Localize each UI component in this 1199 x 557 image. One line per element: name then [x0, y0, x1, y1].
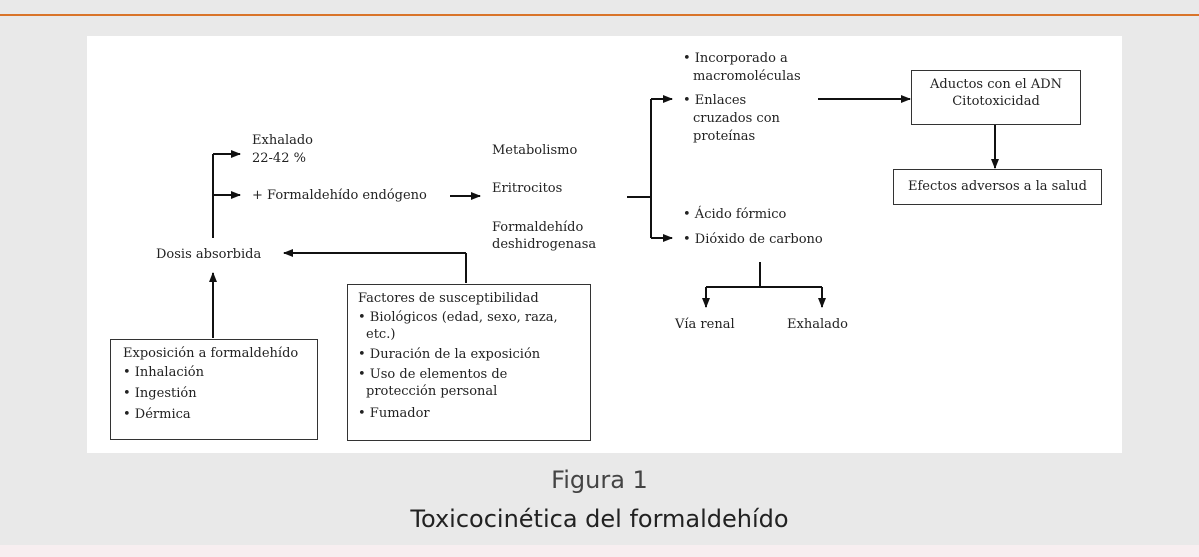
susceptibility-smoker: • Fumador [358, 406, 430, 421]
exposure-ingestion: • Ingestión [123, 386, 197, 401]
route-exhaled: Exhalado [787, 317, 849, 332]
bottom-strip [0, 545, 1199, 557]
process-erythrocytes: Eritrocitos [492, 181, 563, 196]
fate-formic-acid: • Ácido fórmico [683, 207, 787, 222]
susceptibility-biological-cont: etc.) [366, 327, 396, 342]
exposure-dermal: • Dérmica [123, 407, 191, 422]
adverse-effects-label: Efectos adversos a la salud [908, 179, 1087, 194]
route-renal: Vía renal [675, 317, 735, 332]
susceptibility-box: Factores de susceptibilidad • Biológicos… [347, 284, 591, 441]
exposure-title: Exposición a formaldehído [123, 346, 299, 361]
adducts-box: Aductos con el ADN Citotoxicidad [911, 70, 1081, 125]
fate-crosslinked: cruzados con [693, 111, 780, 126]
susceptibility-ppe: • Uso de elementos de [358, 367, 508, 382]
exhaled-label: Exhalado [252, 133, 314, 148]
fate-carbon-dioxide: • Dióxido de carbono [683, 232, 823, 247]
susceptibility-biological: • Biológicos (edad, sexo, raza, [358, 310, 558, 325]
absorbed-dose: Dosis absorbida [156, 247, 262, 262]
cytotoxicity-line: Citotoxicidad [952, 94, 1040, 109]
adverse-effects-box: Efectos adversos a la salud [893, 169, 1102, 205]
endogenous-formaldehyde: + Formaldehído endógeno [252, 188, 427, 203]
top-accent-line [0, 14, 1199, 16]
figure-title: Toxicocinética del formaldehído [410, 505, 789, 533]
fate-crosslinks: • Enlaces [683, 93, 747, 108]
susceptibility-ppe-cont: protección personal [366, 384, 498, 399]
susceptibility-duration: • Duración de la exposición [358, 347, 541, 362]
fate-incorporated: • Incorporado a [683, 51, 788, 66]
process-metabolism: Metabolismo [492, 143, 578, 158]
exhaled-percentage: 22-42 % [252, 151, 306, 166]
adducts-line: Aductos con el ADN [930, 77, 1062, 92]
fate-macromolecules: macromoléculas [693, 69, 801, 84]
susceptibility-title: Factores de susceptibilidad [358, 291, 539, 306]
exposure-inhalation: • Inhalación [123, 365, 204, 380]
fate-proteins: proteínas [693, 129, 756, 144]
exposure-box: Exposición a formaldehído • Inhalación •… [110, 339, 318, 440]
process-dehydrogenase-line1: Formaldehído [492, 220, 584, 235]
process-dehydrogenase-line2: deshidrogenasa [492, 237, 597, 252]
figure-label: Figura 1 [551, 466, 648, 494]
